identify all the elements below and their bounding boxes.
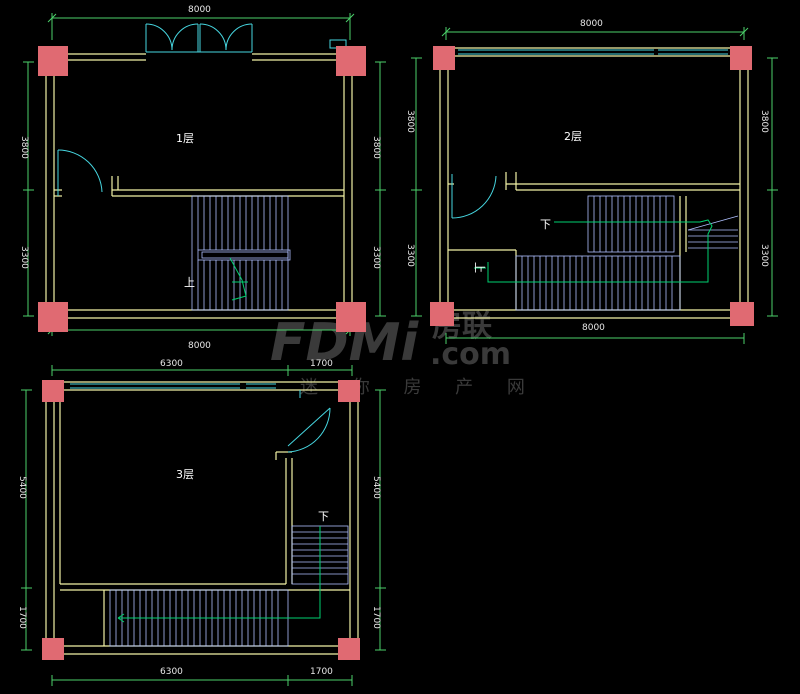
floor-3-door xyxy=(287,407,331,453)
floor-1-top-dimension: 8000 xyxy=(188,5,211,15)
floor-3-left-upper-dimension: 5400 xyxy=(17,476,27,499)
floor-1-dimension-lines xyxy=(23,13,386,336)
floor-2-plan: 8000 8000 3800 3300 3800 3300 xyxy=(405,19,778,344)
floor-1-stair: 上 xyxy=(184,195,291,311)
floor-2-title: 2层 xyxy=(564,130,582,143)
floor-1-side-door xyxy=(57,149,103,196)
floor-2-windows xyxy=(458,49,728,55)
floor-1-left-upper-dimension: 3800 xyxy=(19,136,29,159)
floor-1-walls xyxy=(45,53,358,319)
floor-3-bottom-right-dimension: 1700 xyxy=(310,667,333,677)
floor-3-title: 3层 xyxy=(176,468,194,481)
floor-3-bottom-left-dimension: 6300 xyxy=(160,667,183,677)
floor-1-left-lower-dimension: 3300 xyxy=(19,246,29,269)
floor-3-stair-label: 下 xyxy=(318,510,329,523)
floor-1-title: 1层 xyxy=(176,132,194,145)
floor-3-top-right-dimension: 1700 xyxy=(310,359,333,369)
floor-1-columns xyxy=(38,46,366,332)
floor-3-walls xyxy=(45,381,359,655)
floor-2-top-dimension: 8000 xyxy=(580,19,603,29)
floor-2-columns xyxy=(430,46,754,326)
floor-3-top-left-dimension: 6300 xyxy=(160,359,183,369)
floor-2-right-lower-dimension: 3300 xyxy=(759,244,769,267)
floor-2-dimension-lines xyxy=(411,27,778,344)
floor-3-left-lower-dimension: 1700 xyxy=(17,606,27,629)
floor-3-dimension-lines xyxy=(21,365,386,686)
watermark-domain: .com xyxy=(430,337,511,372)
floor-3-right-lower-dimension: 1700 xyxy=(371,606,381,629)
floor-1-plan: 8000 8000 3800 3300 3800 3300 xyxy=(19,5,386,351)
floor-1-right-lower-dimension: 3300 xyxy=(371,246,381,269)
watermark: FDMi 房联 .com 迷 你 房 产 网 xyxy=(270,309,539,398)
floor-2-stair-up-label: 上 xyxy=(473,262,486,273)
floor-2-stair: 下 上 xyxy=(473,195,739,311)
floor-2-right-upper-dimension: 3800 xyxy=(759,110,769,133)
floor-3-plan: 6300 1700 6300 1700 5400 1700 5400 1700 xyxy=(17,359,386,686)
floor-3-right-upper-dimension: 5400 xyxy=(371,476,381,499)
floor-2-left-upper-dimension: 3800 xyxy=(405,110,415,133)
floor-1-front-doors xyxy=(145,23,347,53)
floor-3-windows xyxy=(70,383,301,398)
floor-2-left-lower-dimension: 3300 xyxy=(405,244,415,267)
floor-1-bottom-dimension: 8000 xyxy=(188,341,211,351)
floor-2-stair-down-label: 下 xyxy=(540,218,551,231)
floor-2-bottom-dimension: 8000 xyxy=(582,323,605,333)
floor-2-door xyxy=(451,174,497,219)
floor-3-columns xyxy=(42,380,360,660)
watermark-subtitle: 迷 你 房 产 网 xyxy=(300,377,539,398)
floor-1-stair-label: 上 xyxy=(184,276,195,289)
floor-3-stair: 下 xyxy=(109,510,349,647)
floor-1-right-upper-dimension: 3800 xyxy=(371,136,381,159)
